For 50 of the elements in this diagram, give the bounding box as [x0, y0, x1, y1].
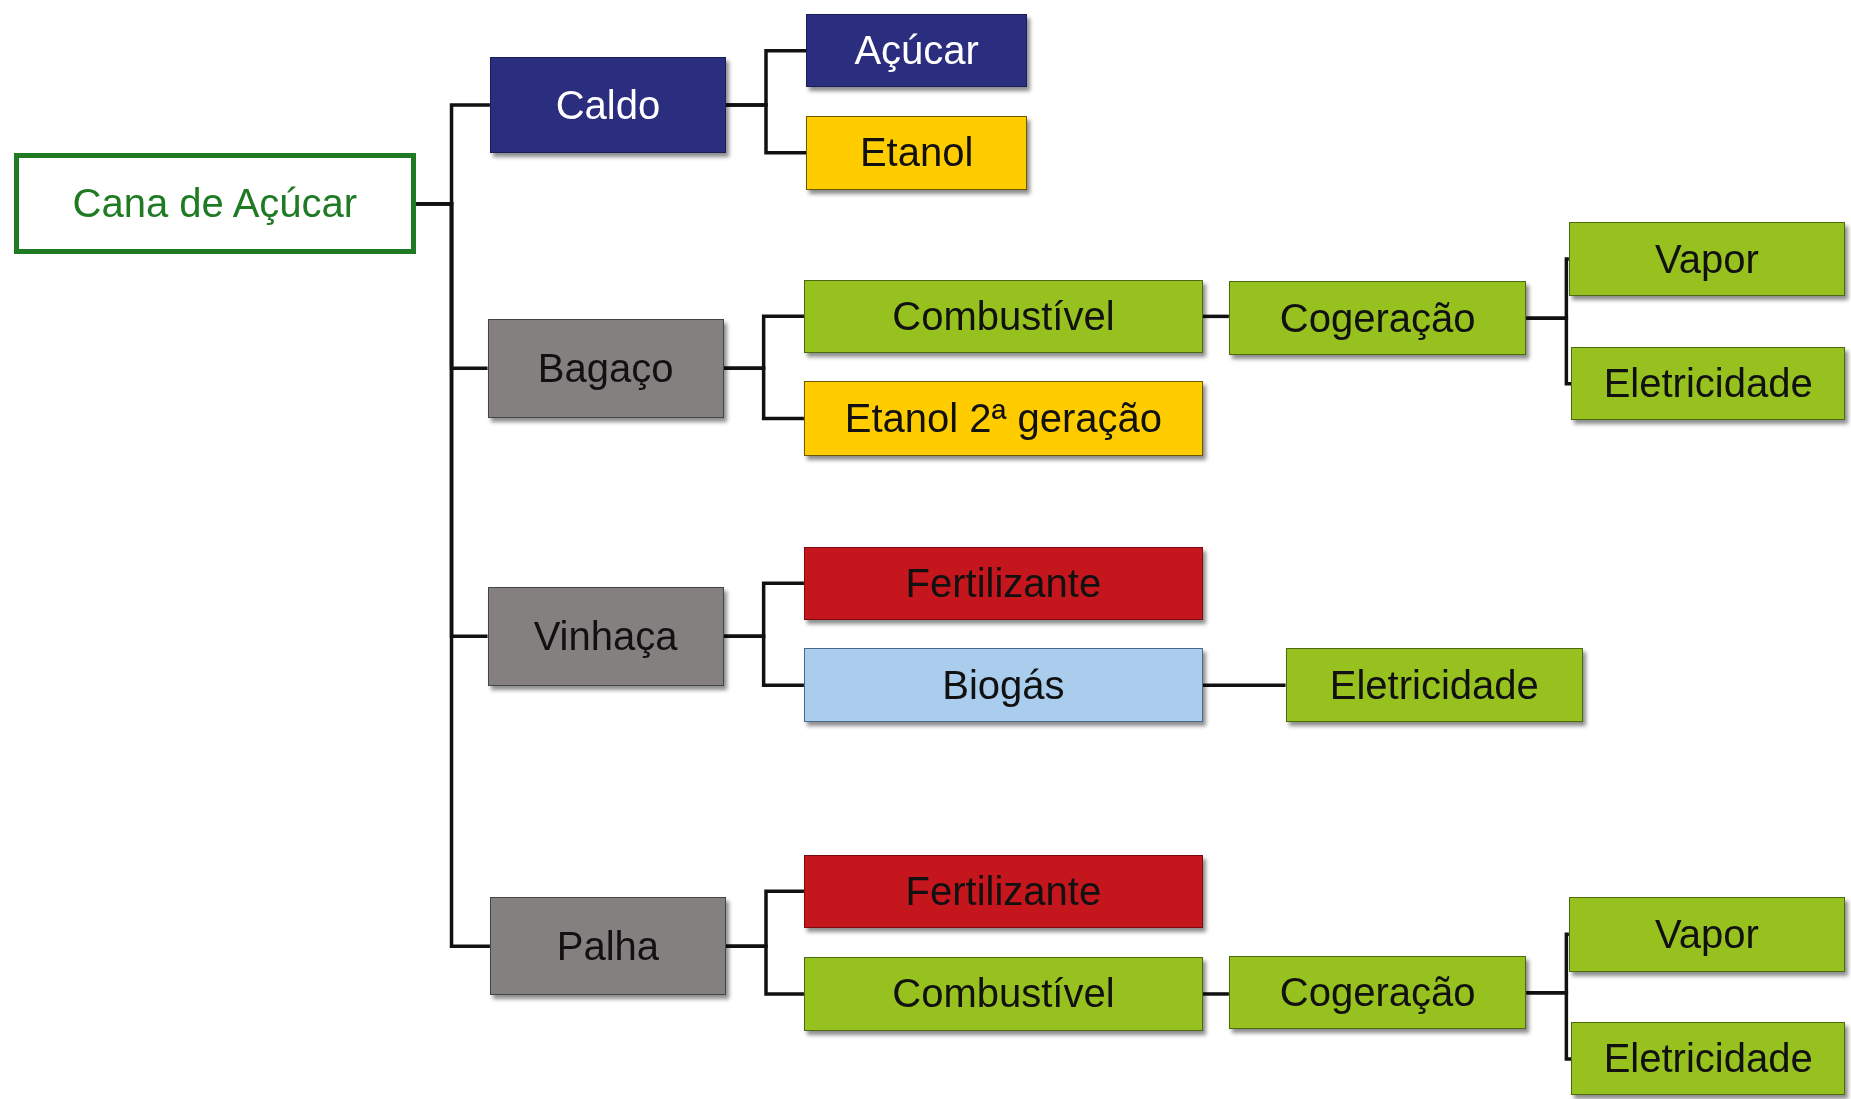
category-box	[1568, 221, 1846, 297]
category-box	[1571, 347, 1846, 421]
box-label: Vapor	[1655, 911, 1759, 957]
box-label: Açúcar	[854, 28, 979, 74]
connector-line	[723, 634, 804, 687]
box-label: Cogeração	[1279, 295, 1476, 341]
connector-line	[1526, 316, 1572, 386]
category-box	[803, 381, 1203, 456]
box-label: Caldo	[555, 82, 661, 128]
category-box	[487, 586, 724, 686]
box-label: Bagaço	[537, 345, 674, 391]
category-box	[1228, 956, 1527, 1030]
root-box	[14, 153, 416, 254]
category-box	[489, 56, 726, 154]
connector-line	[1526, 991, 1572, 1061]
box-label: Fertilizante	[905, 560, 1102, 606]
connector-line	[415, 201, 490, 948]
connector-line	[726, 103, 807, 155]
category-box	[806, 115, 1027, 191]
category-box	[803, 648, 1203, 723]
category-box	[489, 897, 726, 996]
box-label: Combustível	[892, 293, 1115, 339]
box-label: Cogeração	[1279, 970, 1476, 1016]
box-label: Eletricidade	[1329, 662, 1539, 708]
category-box	[1571, 1022, 1846, 1096]
box-label: Palha	[556, 923, 660, 969]
connector-line	[726, 944, 804, 996]
category-box	[487, 318, 724, 418]
box-label: Biogás	[942, 662, 1065, 708]
connector-line	[1202, 992, 1229, 996]
box-label: Fertilizante	[905, 868, 1102, 914]
connector-line	[1202, 314, 1229, 319]
box-label: Etanol	[859, 130, 974, 176]
category-box	[803, 279, 1203, 353]
box-label: Vapor	[1655, 236, 1759, 282]
category-box	[1228, 280, 1527, 356]
category-box	[1568, 897, 1846, 972]
category-box	[806, 14, 1027, 88]
category-box	[1285, 648, 1583, 723]
box-label: Eletricidade	[1603, 1036, 1813, 1082]
box-label: Vinhaça	[533, 613, 678, 659]
box-label: Eletricidade	[1603, 361, 1813, 407]
connector-line	[723, 366, 804, 421]
box-label: Combustível	[892, 971, 1115, 1017]
category-box	[803, 546, 1203, 620]
category-box	[803, 854, 1203, 928]
category-box	[803, 957, 1203, 1031]
box-label: Etanol 2ª geração	[844, 395, 1163, 441]
connector-line	[1202, 683, 1286, 687]
box-label: Cana de Açúcar	[72, 181, 358, 227]
